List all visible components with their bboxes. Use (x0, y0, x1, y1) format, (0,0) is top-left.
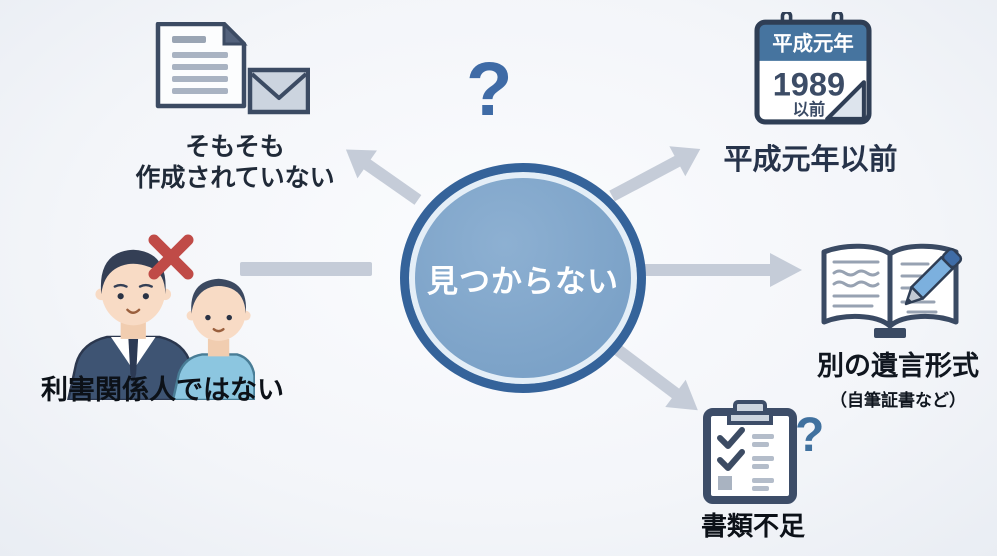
pencil-icon (904, 247, 963, 306)
clipboard-icon (703, 400, 797, 504)
calendar-header-text: 平成元年 (772, 32, 853, 56)
document-fold (222, 22, 248, 46)
calendar-suffix-text: 以前 (793, 100, 826, 119)
label-before-heisei: 平成元年以前 (723, 144, 898, 176)
label-not-created-line1: そもそも (185, 133, 285, 161)
checkmark-icons (717, 427, 745, 471)
label-not-created-line2: 作成されていない (135, 164, 335, 192)
book-left-page (821, 243, 893, 329)
label-insufficient-docs: 書類不足 (700, 511, 805, 541)
connector-bar-left (240, 262, 372, 276)
center-circle: 見つからない (400, 163, 646, 393)
center-circle-label: 見つからない (427, 263, 619, 299)
man-hair (100, 249, 166, 295)
book-text-lines (832, 260, 938, 314)
arrow-to-not-created (345, 149, 422, 205)
label-not-created: そもそも 作成されていない (120, 132, 350, 194)
label-not-interested-party: 利害関係人ではない (41, 375, 284, 405)
two-people-icon (67, 249, 255, 400)
question-mark-icon: ? (466, 47, 513, 132)
label-other-format-main: 別の遺言形式 (817, 351, 979, 381)
label-other-format: 別の遺言形式 （自筆証書など） (798, 344, 997, 411)
label-other-format-sub: （自筆証書など） (830, 391, 966, 410)
young-person (171, 278, 255, 400)
man-in-suit (67, 249, 200, 400)
arrow-to-other-format (640, 253, 802, 287)
document-envelope-icon (155, 22, 310, 115)
calendar-year-text: 1989 (773, 66, 845, 102)
book-pencil-icon (821, 243, 963, 338)
calendar-page-curl (825, 80, 866, 121)
clipboard-square-bullet (718, 476, 732, 490)
envelope-icon (247, 67, 310, 115)
red-x-icon (148, 234, 194, 280)
calendar-icon: 平成元年 1989 以前 (754, 12, 872, 125)
clipboard-clip-base (727, 411, 773, 425)
small-question-mark-icon: ? (795, 409, 825, 462)
calendar-header-band (757, 22, 869, 61)
young-person-hair (191, 278, 246, 314)
arrow-to-before-heisei (609, 146, 701, 202)
clipboard-lines (752, 434, 774, 491)
